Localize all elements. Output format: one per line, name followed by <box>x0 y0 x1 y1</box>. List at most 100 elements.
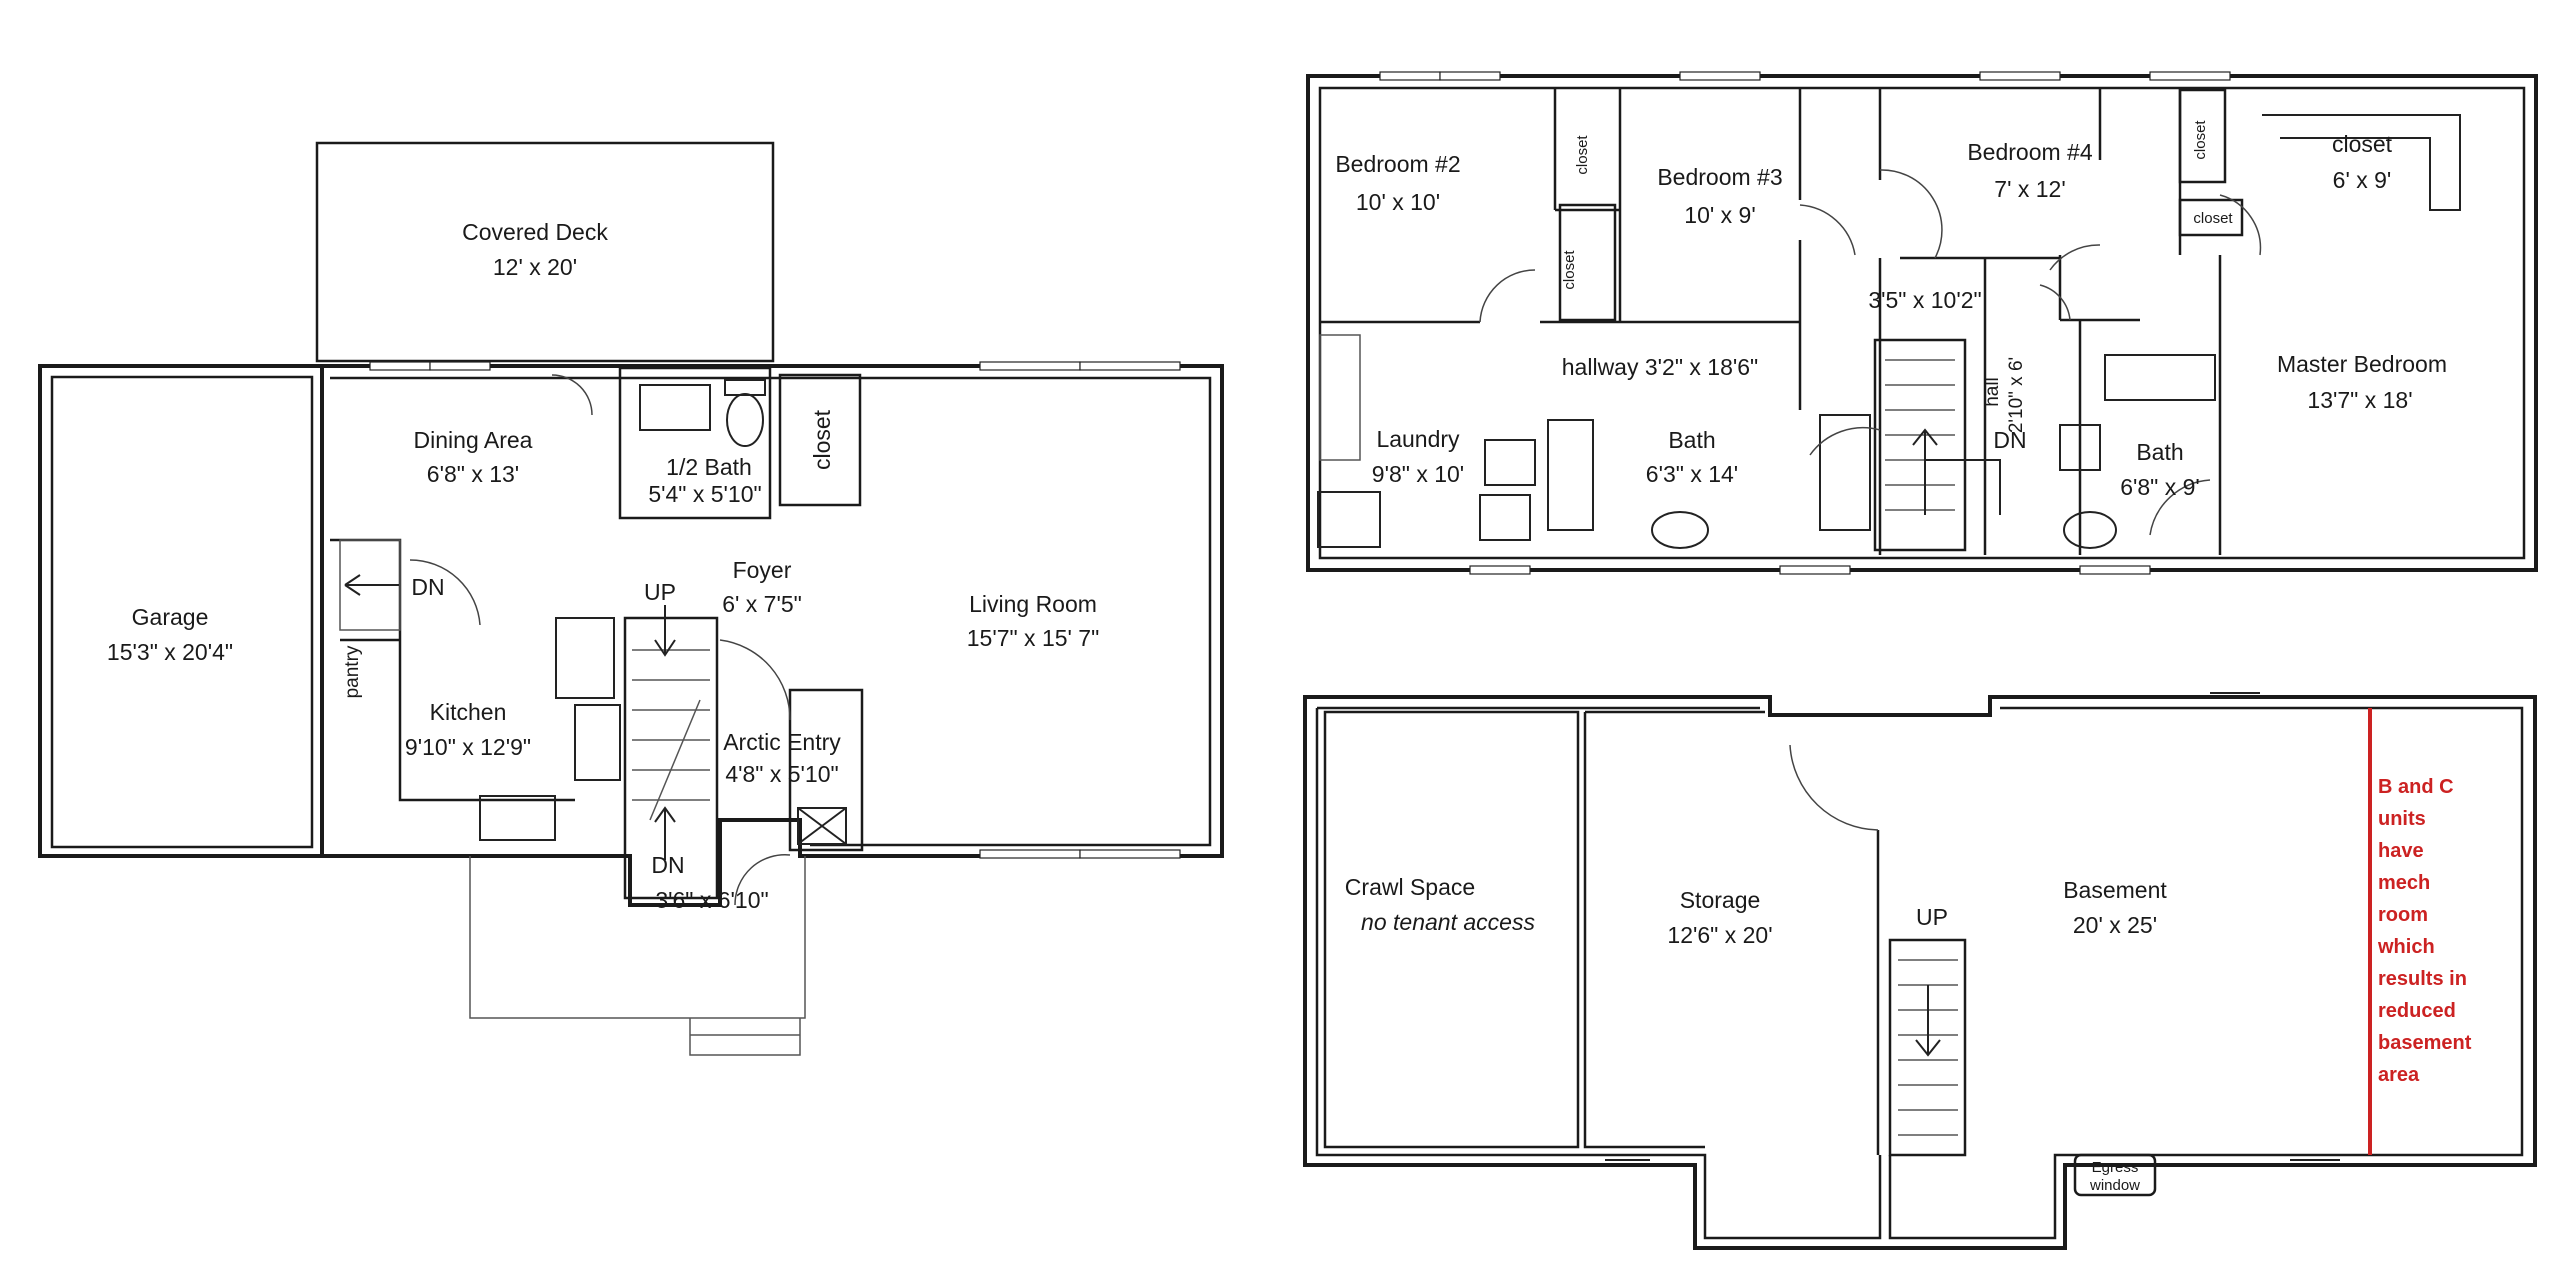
toilet-fixture <box>726 393 764 447</box>
upper-windows <box>1379 71 2231 575</box>
upper-stair-arrow <box>1912 428 2001 515</box>
living-room-label: Living Room <box>969 591 1097 617</box>
hall-bath-size: 6'3" x 14' <box>1646 461 1738 487</box>
covered-deck-outline <box>315 141 775 363</box>
upper-floor-interior-wall <box>1318 86 2526 560</box>
laundry-label: Laundry <box>1376 426 1460 452</box>
bedroom4-size: 7' x 12' <box>1994 176 2065 202</box>
hall-size: 2'10" x 6' <box>2006 357 2027 433</box>
master-toilet <box>2063 511 2117 549</box>
foyer-size: 6' x 7'5" <box>722 591 802 617</box>
washer-fixture <box>1317 491 1381 548</box>
basement-size: 20' x 25' <box>2073 912 2157 938</box>
red-note-line: basement <box>2378 1032 2472 1054</box>
garage-inner-wall <box>50 375 314 849</box>
garage-size: 15'3" x 20'4" <box>107 639 233 665</box>
bedroom4-label: Bedroom #4 <box>1967 139 2093 165</box>
upper-floor-exterior-wall <box>1306 74 2538 572</box>
kitchen-sink-fixture <box>479 795 556 841</box>
main-dn-label: DN <box>651 852 684 878</box>
bed3-closet-label: closet <box>1561 250 1578 290</box>
master-tub <box>2104 354 2216 401</box>
egress-window <box>2073 1153 2157 1197</box>
upper-stair <box>1873 338 1967 552</box>
hall-bath-label: Bath <box>1668 427 1715 453</box>
pantry-label: pantry <box>342 645 363 698</box>
half-bath-label: 1/2 Bath <box>666 454 752 480</box>
bedroom2-size: 10' x 10' <box>1356 189 1440 215</box>
small-closet <box>2178 198 2244 237</box>
red-note-line: reduced <box>2378 1000 2456 1022</box>
main-floor-plan <box>38 141 1224 1056</box>
basement-window-marks <box>1605 692 2340 1161</box>
kitchen-wall <box>330 538 575 802</box>
fridge-fixture <box>555 617 615 699</box>
stair-arrows <box>344 574 676 860</box>
small-closet-label: closet <box>2193 210 2233 227</box>
basement-stair <box>1888 938 1967 1157</box>
down-stair-box <box>339 539 401 631</box>
egress-label-1: Egress <box>2092 1159 2139 1176</box>
covered-deck-label: Covered Deck <box>462 219 608 245</box>
hall-label: hall <box>1982 377 2003 407</box>
arctic-entry-size: 4'8" x 5'10" <box>725 761 838 787</box>
red-note-line: which <box>2377 936 2435 958</box>
basement-label: Basement <box>2063 877 2167 903</box>
bed2-closet <box>1558 203 1617 322</box>
crawl-space-note: no tenant access <box>1361 909 1535 935</box>
master-sink <box>2059 424 2101 471</box>
main-up-label: UP <box>644 579 676 605</box>
storage-walls <box>1583 710 1880 1155</box>
master-closet-shelf <box>2262 114 2461 211</box>
basement-stair-arrow <box>1915 985 1941 1057</box>
upper-floor-plan <box>1306 71 2538 575</box>
red-note: B and C units have mech room which resul… <box>2377 776 2472 1086</box>
living-room-size: 15'7" x 15' 7" <box>967 625 1100 651</box>
garage-label: Garage <box>132 604 209 630</box>
storage-label: Storage <box>1680 887 1761 913</box>
laundry-shelf <box>1319 334 1361 461</box>
covered-deck-size: 12' x 20' <box>493 254 577 280</box>
main-closet-label: closet <box>809 409 835 470</box>
vanity <box>1819 414 1871 531</box>
hall-toilet <box>1651 511 1709 549</box>
range-fixture <box>574 704 621 781</box>
kitchen-size: 9'10" x 12'9" <box>405 734 531 760</box>
basement-interior-wall <box>1315 706 2524 1240</box>
bedroom3-label: Bedroom #3 <box>1657 164 1782 190</box>
front-porch <box>469 856 806 1056</box>
crawl-space-walls <box>1323 710 1580 1149</box>
laundry-size: 9'8" x 10' <box>1372 461 1464 487</box>
dining-label: Dining Area <box>414 427 533 453</box>
arctic-closet <box>797 807 847 845</box>
upper-dn-label: DN <box>1993 427 2026 453</box>
egress-label-2: window <box>2089 1177 2140 1194</box>
red-note-line: units <box>2378 808 2426 830</box>
red-note-line: B and C <box>2378 776 2454 798</box>
basement-door-swing <box>1789 744 1879 831</box>
red-note-line: room <box>2378 904 2428 926</box>
master-bedroom-size: 13'7" x 18' <box>2307 387 2412 413</box>
garage-dn-label: DN <box>411 574 444 600</box>
crawl-space-label: Crawl Space <box>1345 874 1475 900</box>
kitchen-label: Kitchen <box>430 699 507 725</box>
bed2-closet-label: closet <box>1574 135 1591 175</box>
arctic-entry-label: Arctic Entry <box>723 729 841 755</box>
master-bath-size: 6'8" x 9' <box>2120 474 2200 500</box>
master-closet-size: 6' x 9' <box>2333 167 2392 193</box>
basement-exterior-wall <box>1303 695 2537 1250</box>
stair-landing-size: 3'6" x 6'10" <box>655 887 768 913</box>
basement-floor-plan <box>1303 692 2537 1250</box>
dining-size: 6'8" x 13' <box>427 461 519 487</box>
half-bath-size: 5'4" x 5'10" <box>648 481 761 507</box>
master-closet-label: closet <box>2332 131 2393 157</box>
basement-up-label: UP <box>1916 904 1948 930</box>
red-note-line: area <box>2378 1064 2420 1086</box>
hallway-label: hallway 3'2" x 18'6" <box>1562 354 1758 380</box>
half-bath-walls <box>618 366 772 520</box>
red-note-line: results in <box>2378 968 2467 990</box>
upper-door-swings <box>1479 169 2262 536</box>
red-note-line: have <box>2378 840 2424 862</box>
foyer-label: Foyer <box>733 557 792 583</box>
